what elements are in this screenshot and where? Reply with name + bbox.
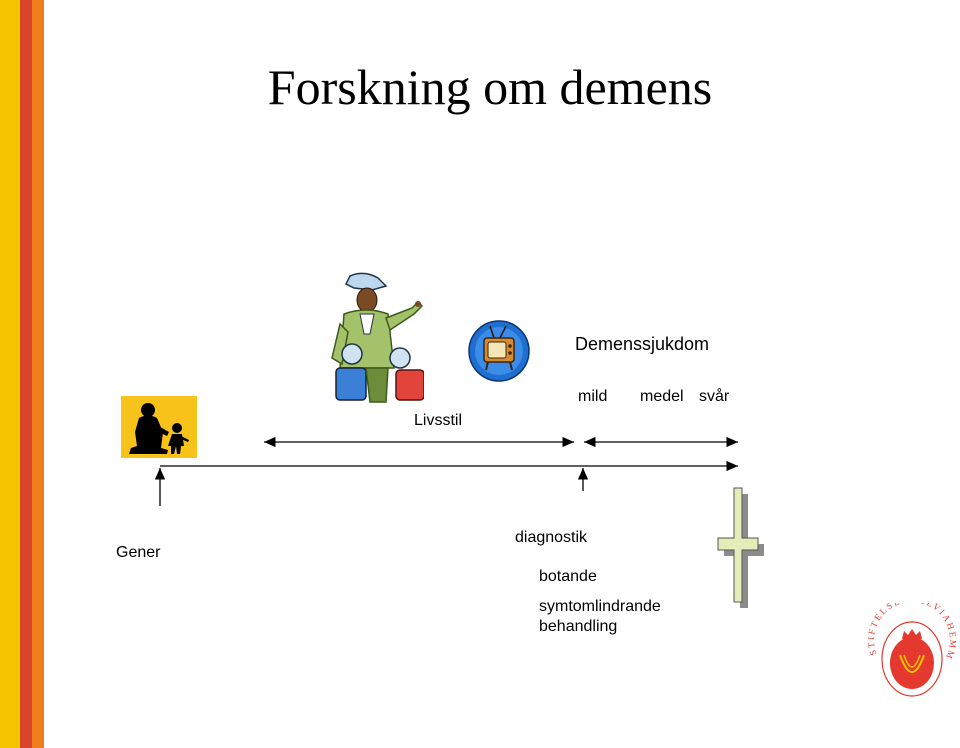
- left-stripe-yellow: [0, 0, 20, 748]
- label-behandling: behandling: [539, 618, 618, 635]
- silviahemmet-logo: STIFTELSEN SILVIAHEMMET: [864, 603, 956, 697]
- label-mild: mild: [578, 388, 608, 405]
- label-livsstil: Livsstil: [414, 412, 463, 429]
- slide-title: Forskning om demens: [267, 59, 713, 115]
- label-demenssjukdom: Demenssjukdom: [575, 334, 710, 354]
- television-icon: [468, 320, 530, 382]
- label-medel: medel: [640, 388, 684, 405]
- mother-child-icon: [121, 396, 197, 458]
- label-svar: svår: [699, 388, 730, 405]
- label-gener: Gener: [116, 544, 161, 561]
- label-diagnostik: diagnostik: [515, 529, 588, 546]
- cross-icon: [717, 487, 764, 608]
- left-stripe-red: [20, 0, 32, 748]
- label-symtomlindrande: symtomlindrande: [539, 598, 661, 615]
- left-stripe-orange: [32, 0, 44, 748]
- label-botande: botande: [539, 568, 597, 585]
- traveler-icon: [331, 272, 424, 403]
